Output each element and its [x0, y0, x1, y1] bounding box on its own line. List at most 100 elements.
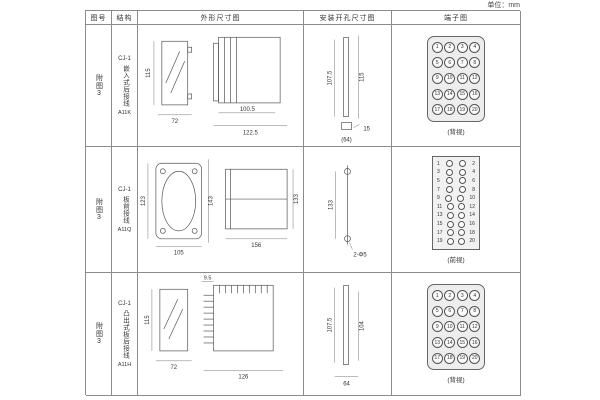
terminal-circle	[446, 211, 454, 219]
terminal-number-left: 15	[437, 221, 443, 227]
terminal-row: 1 2	[437, 160, 475, 168]
install-drawing-a11k: 107.5 115 15 (64)	[328, 35, 371, 143]
install-cell-row1: 107.5 115 15 (64)	[304, 25, 392, 147]
terminal-circle	[458, 203, 466, 211]
dim-label: 115	[359, 71, 365, 81]
terminal-number-left: 1	[437, 160, 440, 167]
dim-label: 115	[146, 67, 152, 77]
dim-label: 156	[251, 242, 262, 248]
relay-views	[161, 36, 281, 105]
structure-cell-row1: CJ-1 嵌入式后接线 A11K	[112, 25, 138, 147]
structure-cell-row3: CJ-1 凸出式板后接线 A11H	[112, 273, 138, 396]
cutout-shape	[343, 284, 349, 365]
model-label: CJ-1	[118, 300, 131, 307]
terminal-number-left: 5	[437, 177, 440, 184]
terminal-row: 11 12	[437, 203, 475, 211]
terminal-circle	[459, 168, 467, 176]
dimension-lines	[147, 158, 294, 247]
terminal-circle: 2	[444, 290, 456, 302]
terminal-circle: 5	[431, 305, 443, 317]
terminal-circle: 9	[431, 72, 443, 84]
terminal-circle	[458, 211, 466, 219]
terminal-list: 1 2 3 4 5	[432, 155, 480, 250]
install-cell-row2: 133 2-Φ5	[304, 147, 392, 273]
terminal-circle: 12	[469, 72, 481, 84]
terminal-circle: 3	[456, 41, 468, 53]
outline-cell-row3: 115 72 9.5 126	[138, 273, 304, 396]
dim-label: 107.5	[328, 69, 334, 85]
terminal-number-right: 4	[472, 169, 475, 176]
terminal-circle: 6	[444, 305, 456, 317]
terminal-circle: 16	[469, 337, 481, 349]
terminal-row: 9 10	[437, 194, 475, 202]
dimension-lines	[334, 287, 359, 377]
outline-drawing-a11k: 115 72 100.5 122.5	[146, 36, 288, 136]
terminal-circle: 11	[456, 72, 468, 84]
structure-name: 凸出式板后接线	[121, 309, 129, 359]
terminal-row: 17 18	[437, 229, 475, 237]
dim-label: 133	[294, 193, 300, 204]
terminal-number-right: 2	[472, 160, 475, 167]
terminal-circle: 8	[469, 305, 481, 317]
dim-label: 107.5	[328, 316, 334, 332]
terminal-circle: 15	[456, 337, 468, 349]
unit-label: 单位：mm	[487, 2, 520, 9]
terminal-circle: 17	[431, 104, 443, 116]
terminal-row: 19 20	[437, 237, 475, 245]
figure-label: 附图3	[95, 322, 103, 346]
figure-cell-row1: 附图3	[86, 25, 112, 147]
install-cell-row3: 107.5 104 64	[304, 273, 392, 396]
header-install: 安装开孔尺寸图	[304, 11, 392, 25]
terminal-cell-row2: 1 2 3 4 5	[392, 147, 521, 273]
terminal-circle: 1	[431, 290, 443, 302]
terminal-circle: 1	[431, 41, 443, 53]
terminal-row: 3 4	[437, 168, 475, 176]
terminal-circle: 18	[444, 104, 456, 116]
terminal-number-left: 9	[437, 195, 440, 202]
figure-cell-row2: 附图3	[86, 147, 112, 273]
terminal-circle: 12	[469, 321, 481, 333]
terminal-circle: 16	[469, 88, 481, 100]
terminal-circle	[445, 186, 453, 193]
terminal-circle: 20	[469, 352, 481, 364]
terminal-caption: (背视)	[447, 377, 465, 384]
terminal-circle: 11	[456, 321, 468, 333]
header-structure: 结构	[112, 11, 138, 25]
terminal-number-right: 20	[469, 238, 475, 245]
terminal-circle	[445, 177, 453, 185]
terminal-number-left: 13	[437, 212, 443, 219]
terminal-circle: 3	[456, 290, 468, 302]
dimension-lines	[335, 170, 353, 250]
cutout-shape	[341, 36, 352, 130]
structure-name: 板前接线	[121, 195, 129, 224]
dim-label: (64)	[341, 137, 352, 143]
terminal-number-right: 8	[472, 186, 475, 193]
header-outline: 外形尺寸图	[138, 11, 304, 25]
terminal-circle: 13	[431, 88, 443, 100]
dim-label: 104	[359, 320, 365, 331]
spec-table: 图号 结构 外形尺寸图 安装开孔尺寸图 端子图 附图3 CJ-1 嵌入式后接线 …	[85, 10, 521, 396]
dim-label: 72	[170, 364, 177, 370]
dimension-lines	[151, 280, 284, 371]
terminal-circle: 7	[456, 57, 468, 69]
structure-code: A11H	[117, 361, 132, 368]
terminal-row: 5 6	[437, 177, 475, 185]
terminal-number-right: 14	[469, 212, 475, 219]
terminal-number-right: 10	[469, 195, 475, 202]
terminal-number-left: 19	[437, 238, 443, 245]
structure-code: A11Q	[117, 226, 132, 233]
terminal-circle	[446, 220, 454, 228]
terminal-circle	[445, 160, 453, 168]
dim-label: 15	[363, 126, 370, 132]
install-drawing-a11h: 107.5 104 64	[328, 284, 365, 387]
dim-label: 143	[209, 195, 215, 206]
dim-label: 105	[174, 250, 185, 256]
relay-views	[155, 162, 288, 239]
figure-label: 附图3	[95, 73, 103, 98]
terminal-circle: 6	[444, 57, 456, 69]
terminal-number-left: 17	[437, 229, 443, 236]
terminal-number-right: 18	[469, 229, 475, 236]
